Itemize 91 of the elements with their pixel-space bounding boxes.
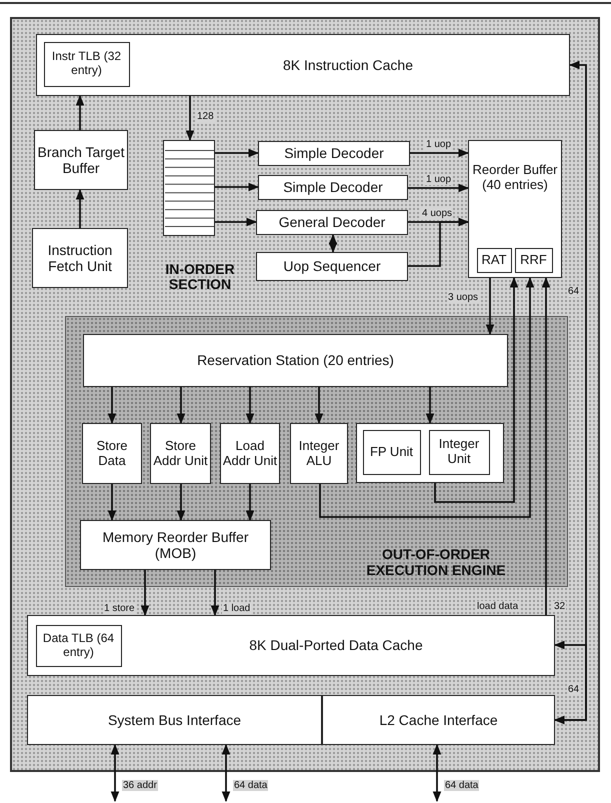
cache-block [27, 615, 555, 676]
unit-block [220, 423, 280, 484]
arrow [210, 570, 220, 616]
arrow [408, 218, 470, 267]
edge-label: 64 data [444, 780, 480, 791]
arrow [76, 188, 84, 228]
unit-block [256, 252, 408, 281]
tlb-block [36, 624, 122, 666]
unit-block [32, 228, 128, 288]
arrow [76, 94, 84, 130]
arrow [215, 148, 260, 158]
block-label: Reorder Buffer (40 entries) [471, 163, 559, 193]
arrow [554, 640, 587, 724]
block-label: Instruction Fetch Unit [46, 242, 114, 274]
arrow [486, 278, 494, 336]
block-label: Instr TLB (32 entry) [50, 50, 122, 78]
block-label: Integer ALU [298, 438, 340, 468]
edge-label: 1 store [103, 603, 136, 614]
arrow [108, 484, 116, 522]
unit-block [27, 695, 322, 745]
block-label: Branch Target Buffer [36, 144, 126, 176]
block-label: 8K Instruction Cache [282, 56, 414, 75]
block-label: Integer Unit [438, 437, 480, 467]
unit-block [428, 430, 490, 474]
block-label: Simple Decoder [284, 145, 384, 162]
edge-label: 64 data [233, 780, 268, 791]
unit-block [362, 430, 420, 474]
unit-group-box [356, 423, 504, 483]
arrow [246, 484, 254, 522]
unit-block [290, 423, 348, 484]
unit-block [258, 141, 410, 166]
block-label: Reservation Station (20 entries) [197, 352, 394, 369]
unit-block [256, 210, 408, 235]
arrow [408, 184, 470, 192]
edge-label: 1 uop [425, 139, 452, 150]
arrow [186, 96, 194, 142]
edge-label: 36 addr [122, 780, 158, 791]
arrow [432, 744, 442, 802]
cache-block [36, 34, 570, 96]
block-label: Simple Decoder [283, 179, 383, 196]
unit-block [476, 248, 512, 272]
arrow [110, 744, 120, 802]
execution-engine-region [65, 316, 568, 587]
block-label: L2 Cache Interface [379, 712, 498, 728]
bus-width-label: 32 [553, 601, 566, 612]
section-heading: IN-ORDER SECTION [164, 262, 236, 293]
arrow [246, 387, 254, 424]
arrow [328, 234, 338, 254]
block-label: Uop Sequencer [283, 258, 381, 275]
edge-label: 1 load [222, 603, 252, 614]
edge-label: 3 uops [447, 292, 480, 303]
block-label: General Decoder [278, 214, 386, 231]
station-block [83, 334, 508, 387]
edge-label: 64 [567, 684, 580, 695]
edge-label: 4 uops [421, 208, 454, 219]
stack-buffer [163, 140, 215, 236]
arrow [176, 387, 186, 424]
unit-block [82, 423, 142, 484]
arrow [426, 387, 434, 424]
arrow [215, 218, 258, 226]
unit-block [150, 423, 211, 484]
arrow [434, 276, 518, 503]
block-label: Memory Reorder Buffer (MOB) [101, 528, 250, 562]
block-label: System Bus Interface [108, 712, 242, 728]
edge-label: 64 [567, 286, 580, 297]
block-label: Store Data [95, 438, 129, 468]
edge-label: 128 [196, 111, 215, 122]
unit-block [80, 520, 271, 570]
unit-block [34, 130, 128, 190]
unit-block [514, 248, 552, 272]
section-heading: OUT-OF-ORDER EXECUTION ENGINE [365, 547, 507, 578]
arrow [140, 570, 150, 616]
tlb-block [44, 42, 130, 86]
block-label: RRF [520, 252, 547, 268]
block-label: RAT [481, 252, 507, 268]
buffer-block [468, 140, 562, 278]
arrow [215, 182, 260, 192]
arrow [108, 387, 116, 424]
edge-label: 1 uop [425, 174, 452, 185]
unit-block [258, 175, 408, 200]
block-label: Data TLB (64 entry) [42, 632, 116, 660]
arrow [314, 387, 324, 424]
block-label: Store Addr Unit [152, 438, 209, 468]
arrow [176, 484, 186, 522]
block-label: Load Addr Unit [222, 438, 278, 468]
arrow [410, 148, 470, 158]
unit-block [322, 695, 555, 745]
block-label: 8K Dual-Ported Data Cache [248, 636, 424, 656]
edge-label: load data [476, 601, 520, 612]
block-label: FP Unit [370, 444, 414, 460]
arrow [222, 744, 230, 802]
